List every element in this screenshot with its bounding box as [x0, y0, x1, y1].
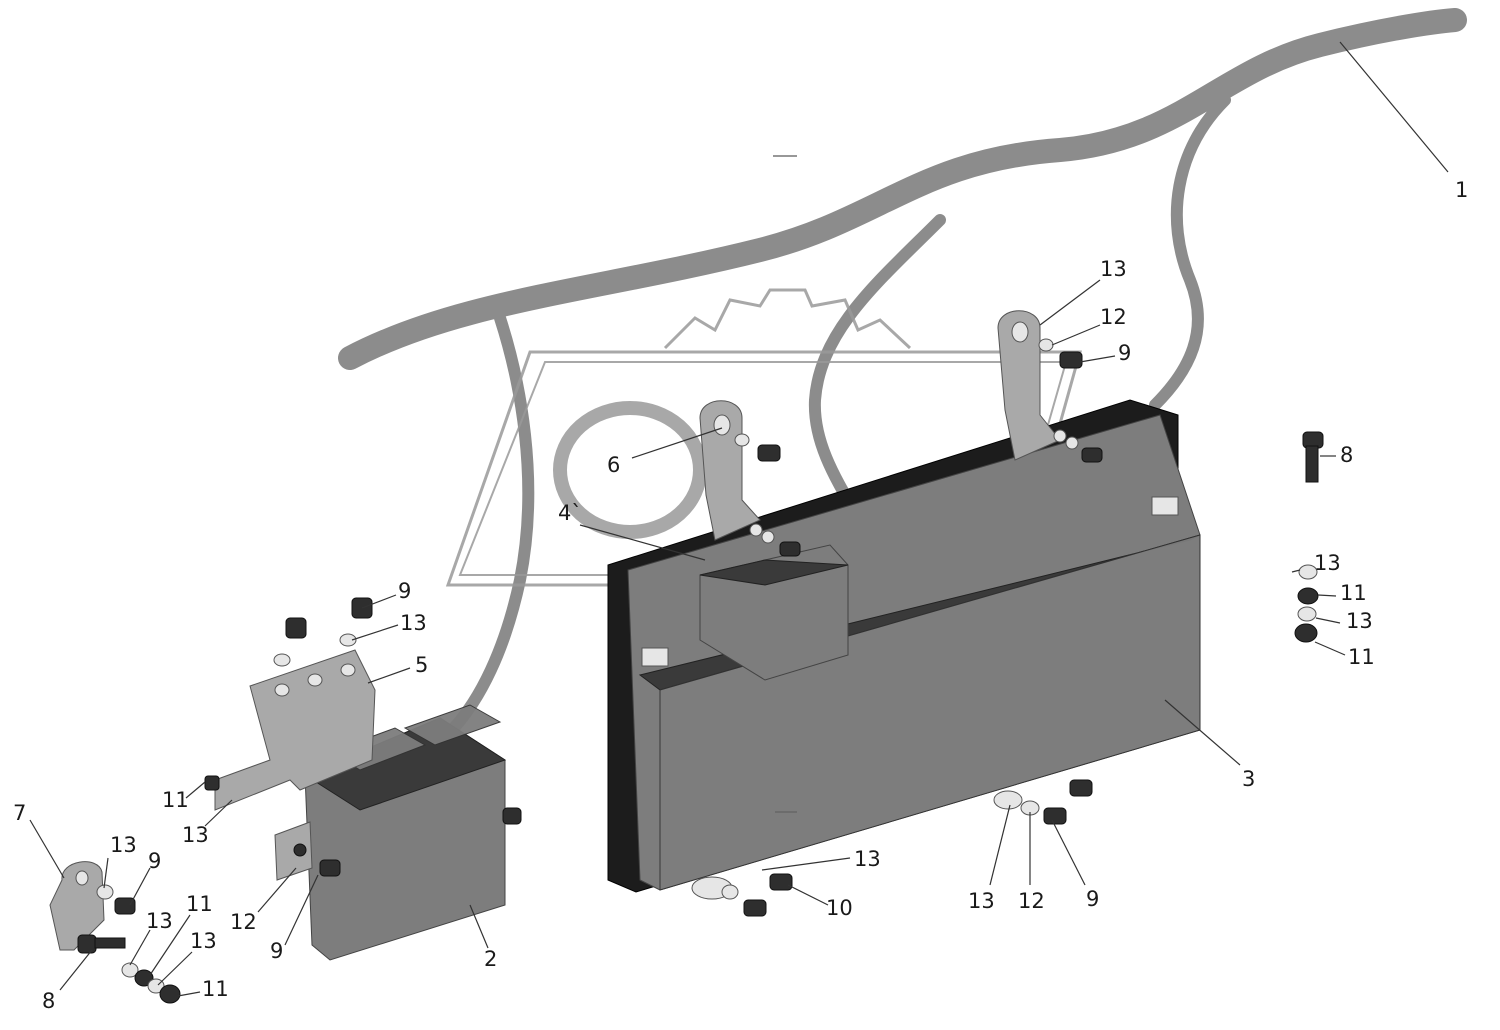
callout-7: 7 [13, 801, 26, 825]
callout-13-bottom: 13 [968, 889, 995, 913]
callout-3: 3 [1242, 767, 1255, 791]
washer [734, 433, 750, 447]
relay-connector-b [403, 704, 502, 746]
callout-13-bracket5: 13 [400, 611, 427, 635]
bolt-shank [1305, 445, 1319, 483]
harness-main-trunk [338, 8, 1467, 370]
callout-11-right-a: 11 [1340, 581, 1367, 605]
washer [339, 633, 357, 647]
callout-12-top-right: 12 [1100, 305, 1127, 329]
callout-11-stack-b: 11 [202, 977, 229, 1001]
bolt [1043, 807, 1067, 825]
bolt [319, 859, 341, 877]
callout-12-bottom: 12 [1018, 889, 1045, 913]
mounting-bracket-right [997, 310, 1061, 461]
washer [721, 884, 739, 900]
bracket-plate-item-5 [214, 649, 376, 811]
callout-13-top-right: 13 [1100, 257, 1127, 281]
callout-9-bracket5: 9 [398, 579, 411, 603]
callout-13-bracket7: 13 [110, 833, 137, 857]
callout-13-bracket5-low: 13 [182, 823, 209, 847]
callout-13-right-b: 13 [1346, 609, 1373, 633]
washer [749, 523, 763, 537]
callout-9-top-right: 9 [1118, 341, 1131, 365]
washer [1297, 606, 1317, 622]
callout-13-bottom-left: 13 [854, 847, 881, 871]
washer [273, 653, 291, 667]
relay-mount-tab [274, 821, 313, 881]
callout-2: 2 [484, 947, 497, 971]
watermark-letter-o [553, 401, 707, 539]
washer [1298, 564, 1318, 580]
harness-branch-left [446, 312, 535, 736]
callout-11-bracket5: 11 [162, 788, 189, 812]
nut [1294, 623, 1318, 643]
washer [96, 884, 114, 900]
washer [1053, 429, 1067, 443]
callout-11-stack-a: 11 [186, 892, 213, 916]
bolt [285, 617, 307, 639]
washer [1038, 338, 1054, 352]
callout-11-right-b: 11 [1348, 645, 1375, 669]
bolt [757, 444, 781, 462]
bracket-7-plate [49, 861, 105, 951]
bolt-8-head [77, 934, 97, 954]
bolt-8-shank [94, 937, 126, 949]
washer [1065, 436, 1079, 450]
connector-block-face [699, 559, 849, 586]
latch-right [1151, 496, 1179, 516]
bracket-5-plate [214, 649, 376, 811]
nut [159, 984, 181, 1004]
bolt [1069, 779, 1093, 797]
bracket-plate [997, 310, 1061, 461]
callout-13-stack-b: 13 [190, 929, 217, 953]
washer [761, 530, 775, 544]
mounting-bracket-left [699, 400, 761, 541]
callout-4: 4` [558, 501, 582, 525]
harness-branch-right [1149, 94, 1231, 411]
bolt [1059, 351, 1083, 369]
bracket-hole [713, 414, 731, 436]
nut [204, 775, 220, 791]
hole [307, 673, 323, 687]
callout-6: 6 [607, 453, 620, 477]
nut [134, 969, 154, 987]
nut [1297, 587, 1319, 605]
hole [274, 683, 290, 697]
bolt [114, 897, 136, 915]
callout-12-relay: 12 [230, 910, 257, 934]
callout-9-relay: 9 [270, 939, 283, 963]
callout-9-bottom: 9 [1086, 887, 1099, 911]
bolt [779, 541, 801, 557]
hole [293, 843, 307, 857]
bolt [502, 807, 522, 825]
hole [75, 870, 89, 886]
wiring-harness [338, 8, 1467, 736]
bracket-item-7 [49, 861, 105, 951]
hole [340, 663, 356, 677]
callout-1: 1 [1455, 178, 1468, 202]
latch-left [641, 647, 669, 667]
bolt [769, 873, 793, 891]
bracket-hole [1011, 321, 1029, 343]
leader-lines [29, 41, 1449, 997]
hardware-fasteners [77, 338, 1324, 1004]
washer [993, 790, 1023, 810]
bolt [1081, 447, 1103, 463]
callout-5: 5 [415, 653, 428, 677]
relay-box-small [303, 704, 507, 961]
washer [121, 962, 139, 978]
callout-8-left: 8 [42, 989, 55, 1013]
bracket-plate [699, 400, 761, 541]
callout-labels: 1 2 3 4` 5 6 7 8 8 9 9 9 9 9 10 11 11 11… [13, 178, 1468, 1013]
callout-10: 10 [826, 896, 853, 920]
bolt [743, 899, 767, 917]
callout-8-right: 8 [1340, 443, 1353, 467]
callout-13-right-a: 13 [1314, 551, 1341, 575]
callout-9-bracket7: 9 [148, 849, 161, 873]
watermark-gear-teeth [663, 288, 912, 350]
callout-13-stack-a: 13 [146, 909, 173, 933]
